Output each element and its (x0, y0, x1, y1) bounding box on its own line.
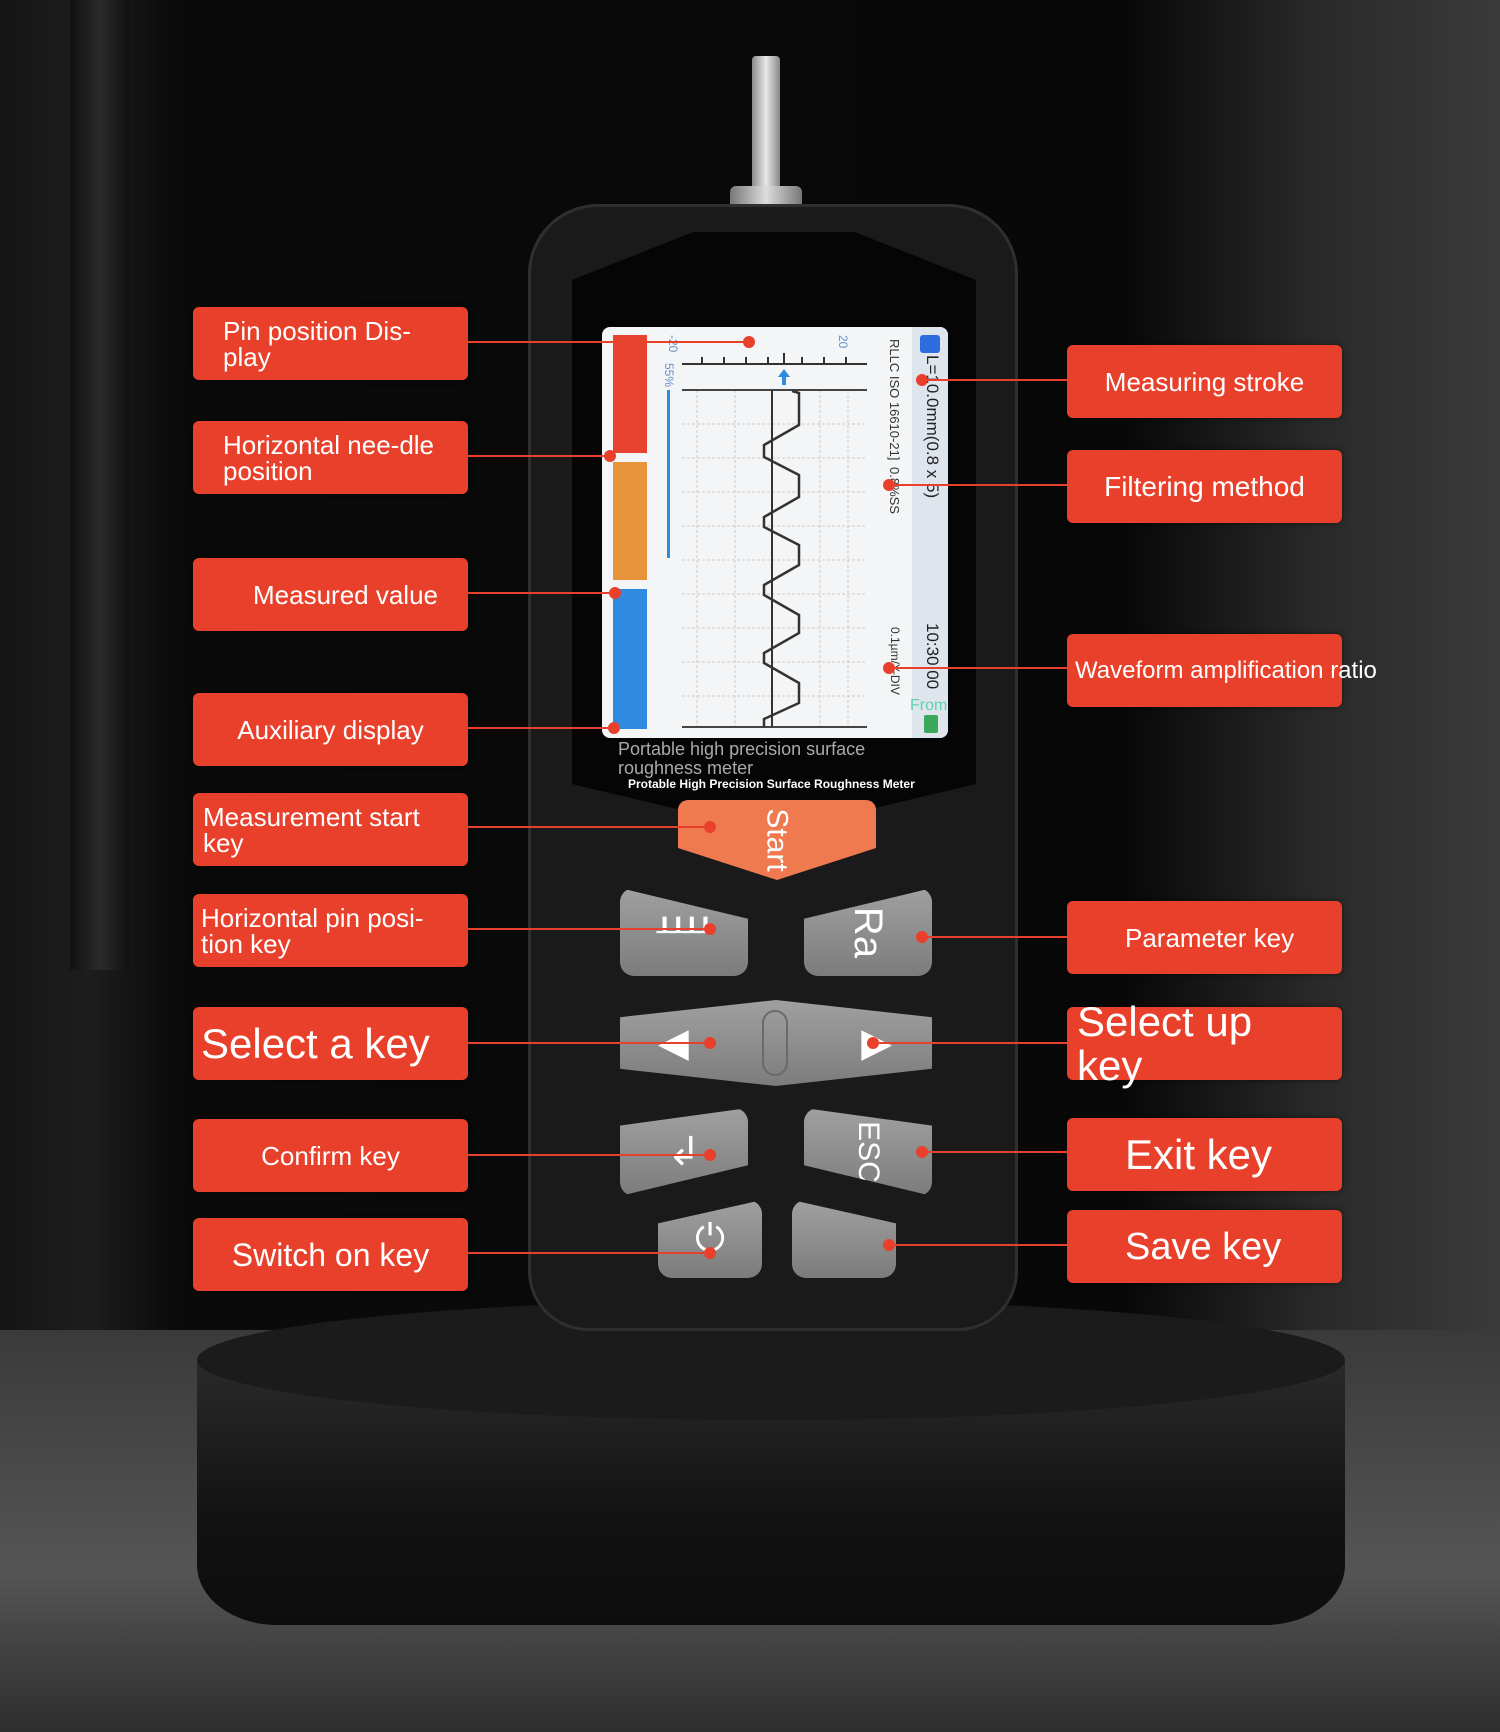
leader-line (468, 928, 710, 930)
leader-line (889, 667, 1067, 669)
measured-bar-red (613, 335, 647, 453)
leader-line (889, 484, 1067, 486)
measured-bar-orange (613, 462, 647, 580)
label-measuring-stroke: Measuring stroke (1067, 345, 1342, 418)
leader-line (468, 592, 615, 594)
label-switch-on-key: Switch on key (193, 1218, 468, 1291)
leader-line (468, 727, 614, 729)
leader-line (922, 936, 1067, 938)
label-waveform-amplification-ratio: Waveform amplification ratio (1067, 634, 1377, 707)
leader-dot (867, 1037, 879, 1049)
leader-dot (704, 923, 716, 935)
ruler-icon: ┸┸┸┸ (656, 916, 714, 947)
leader-dot (704, 821, 716, 833)
percent-label: 55% (662, 363, 676, 388)
leader-dot (916, 1146, 928, 1158)
leader-line (889, 1244, 1067, 1246)
leader-dot (883, 662, 895, 674)
leader-dot (883, 479, 895, 491)
leader-dot (916, 374, 928, 386)
center-divider (762, 1010, 788, 1076)
waveform-ratio-value: 0.1µm/Y-DIV (888, 627, 902, 695)
waveform-display (613, 327, 948, 738)
leader-line (922, 1151, 1067, 1153)
label-pin-position-display: Pin position Dis-play (193, 307, 468, 380)
label-parameter-key: Parameter key (1067, 901, 1342, 974)
leader-line (468, 455, 610, 457)
auxiliary-bar-blue (613, 589, 647, 729)
background-pillar (70, 0, 130, 970)
filter-standard: RLLC ISO 16610-21] (887, 339, 902, 461)
label-save-key: Save key (1067, 1210, 1342, 1283)
label-exit-key: Exit key (1067, 1118, 1342, 1191)
leader-dot (704, 1149, 716, 1161)
leader-line (468, 1042, 710, 1044)
leader-dot (916, 931, 928, 943)
battery-icon (924, 715, 938, 733)
leader-line (468, 826, 710, 828)
scale-right-label: 20 (836, 335, 850, 349)
label-horizontal-needle-position: Horizontal nee-dle position (193, 421, 468, 494)
bluetooth-icon (920, 335, 940, 353)
scale-left-label: -20 (666, 335, 680, 353)
leader-dot (743, 336, 755, 348)
return-arrow-icon: ↲ (667, 1130, 701, 1174)
leader-line (922, 379, 1067, 381)
label-select-up-key: Select up key (1067, 999, 1342, 1087)
leader-line (468, 1252, 710, 1254)
pin-position-arrow (778, 369, 790, 385)
leader-dot (608, 722, 620, 734)
clock-time: 10:30:00 (923, 623, 942, 690)
leader-dot (883, 1239, 895, 1251)
device-screen: -20 20 55% L=10.0mm(0.8 x 5) RLLC ISO 16… (602, 327, 948, 738)
product-caption: Portable high precision surface roughnes… (618, 739, 866, 778)
leader-dot (704, 1037, 716, 1049)
label-measured-value: Measured value (193, 558, 468, 631)
leader-dot (604, 450, 616, 462)
label-horizontal-pin-position-key: Horizontal pin posi-tion key (193, 894, 468, 967)
label-select-a-key: Select a key (193, 1007, 468, 1080)
leader-line (873, 1042, 1067, 1044)
product-caption-english: Protable High Precision Surface Roughnes… (628, 777, 915, 791)
probe-pin (752, 56, 780, 206)
label-confirm-key: Confirm key (193, 1119, 468, 1192)
label-measurement-start-key: Measurement start key (193, 793, 468, 866)
leader-line (468, 341, 749, 343)
label-filtering-method: Filtering method (1067, 450, 1342, 523)
from-text: From (910, 697, 948, 714)
leader-dot (704, 1247, 716, 1259)
probe-base (730, 186, 802, 208)
waveform-line (762, 389, 801, 727)
label-auxiliary-display: Auxiliary display (193, 693, 468, 766)
leader-line (468, 1154, 710, 1156)
leader-dot (609, 587, 621, 599)
percent-indicator (667, 390, 670, 558)
